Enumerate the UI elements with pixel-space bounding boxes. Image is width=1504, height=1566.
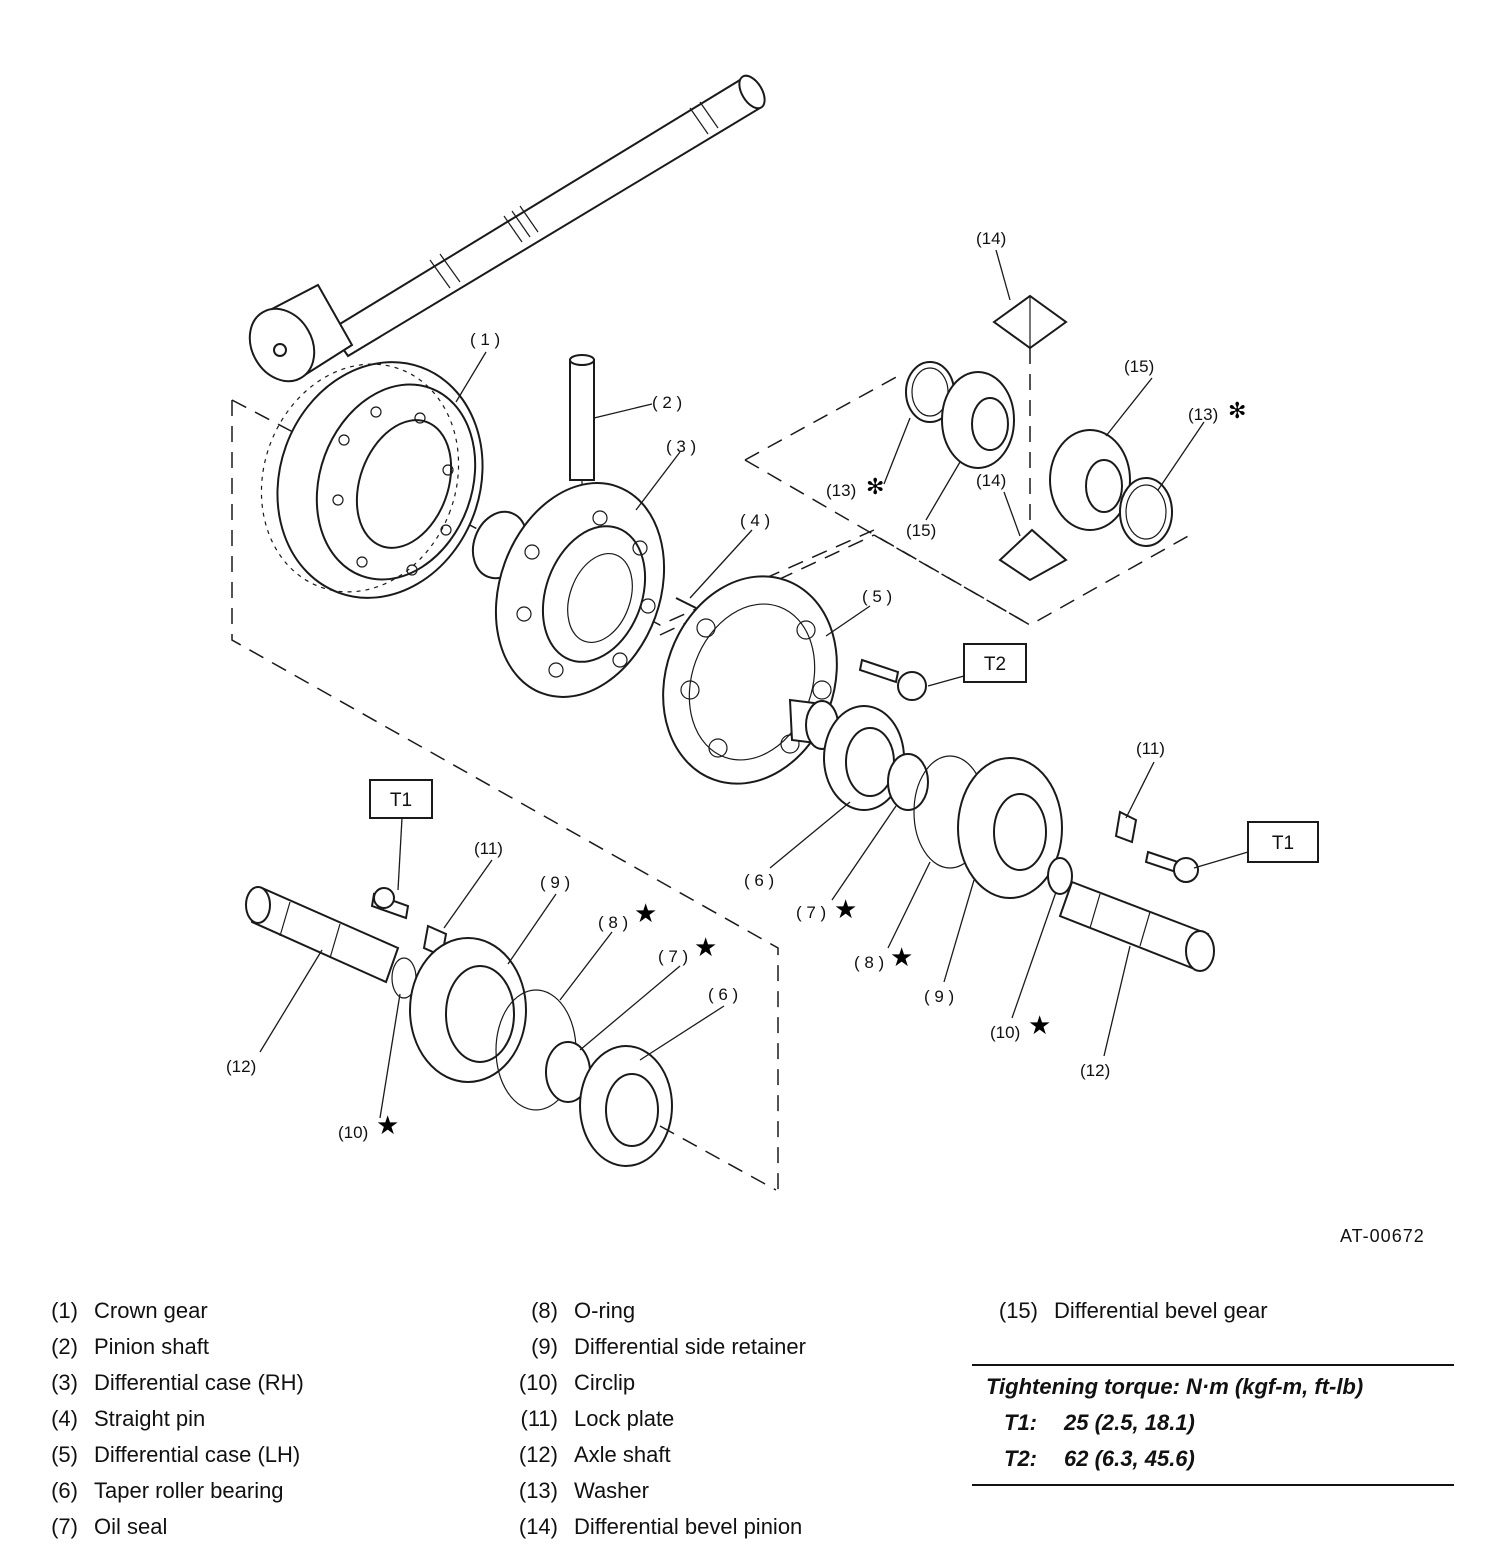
callout-13-left: (13) xyxy=(826,481,856,500)
legend-item: (7)Oil seal xyxy=(51,1514,168,1539)
torque-code: T1: xyxy=(1004,1410,1037,1435)
callout-14-top: (14) xyxy=(976,229,1006,248)
legend-column: (8)O-ring (9)Differential side retainer … xyxy=(492,1296,952,1548)
pinion-shaft-drawing xyxy=(569,354,595,510)
torque-value: 62 (6.3, 45.6) xyxy=(1064,1446,1195,1471)
legend-item: (8)O-ring xyxy=(531,1298,636,1323)
rh-axle-shaft-drawing xyxy=(1058,880,1215,972)
asterisk-mark: ✻ xyxy=(866,474,884,499)
star-mark: ★ xyxy=(1028,1010,1051,1040)
callout-4: ( 4 ) xyxy=(740,511,770,530)
drive-pinion-shaft xyxy=(248,74,766,383)
legend-item: (4)Straight pin xyxy=(51,1406,206,1431)
crown-gear-drawing xyxy=(260,361,484,599)
legend-item: (6)Taper roller bearing xyxy=(51,1478,284,1503)
legend-item: (3)Differential case (RH) xyxy=(51,1370,304,1395)
callout-8-right: ( 8 ) xyxy=(854,953,884,972)
callout-15-right: (15) xyxy=(1124,357,1154,376)
callout-15-left: (15) xyxy=(906,521,936,540)
callout-7-right: ( 7 ) xyxy=(796,903,826,922)
legend-item: (13)Washer xyxy=(518,1478,649,1503)
callout-1: ( 1 ) xyxy=(470,330,500,349)
callout-2: ( 2 ) xyxy=(652,393,682,412)
legend-item: (10)Circlip xyxy=(518,1370,636,1395)
callout-12-left: (12) xyxy=(226,1057,256,1076)
svg-text:T2: T2 xyxy=(984,654,1006,675)
callout-12-right: (12) xyxy=(1080,1061,1110,1080)
callout-11-left: (11) xyxy=(474,839,503,858)
straight-pin-drawing xyxy=(675,597,697,609)
callout-13-right: (13) xyxy=(1188,405,1218,424)
legend-column: (15)Differential bevel gear xyxy=(972,1296,1472,1332)
callout-10-left: (10) xyxy=(338,1123,368,1142)
legend-item: (9)Differential side retainer xyxy=(531,1334,806,1359)
bevel-gear-set-drawing xyxy=(905,294,1173,582)
callout-11-right: (11) xyxy=(1136,739,1165,758)
torque-box-t2: T2 xyxy=(963,643,1027,683)
lh-retainer-stack-drawing xyxy=(245,886,777,1191)
callout-14-bottom: (14) xyxy=(976,471,1006,490)
callout-9-left: ( 9 ) xyxy=(540,873,570,892)
callout-10-right: (10) xyxy=(990,1023,1020,1042)
svg-text:T1: T1 xyxy=(390,790,412,811)
torque-table: Tightening torque: N·m (kgf-m, ft-lb) T1… xyxy=(972,1364,1454,1486)
star-mark: ★ xyxy=(634,898,657,928)
torque-value: 25 (2.5, 18.1) xyxy=(1064,1410,1195,1435)
callout-5: ( 5 ) xyxy=(862,587,892,606)
callout-labels: ( 1 ) ( 2 ) ( 3 ) ( 4 ) ( 5 ) ( 6 ) ( 7 … xyxy=(226,229,1218,1142)
callout-3: ( 3 ) xyxy=(666,437,696,456)
legend-item: (11)Lock plate xyxy=(520,1406,675,1431)
svg-text:T1: T1 xyxy=(1272,833,1294,854)
callout-9-right: ( 9 ) xyxy=(924,987,954,1006)
legend-item: (15)Differential bevel gear xyxy=(998,1298,1268,1323)
star-mark: ★ xyxy=(890,942,913,972)
legend-item: (2)Pinion shaft xyxy=(51,1334,209,1359)
callout-7-left: ( 7 ) xyxy=(658,947,688,966)
exploded-view-diagram: T2 T1 T1 ( 1 ) ( 2 ) ( 3 ) ( 4 ) ( 5 ) (… xyxy=(226,74,1319,1191)
star-mark: ★ xyxy=(834,894,857,924)
legend-item: (12)Axle shaft xyxy=(518,1442,671,1467)
torque-row: T2: 62 (6.3, 45.6) xyxy=(972,1442,1454,1478)
torque-row: T1: 25 (2.5, 18.1) xyxy=(972,1406,1454,1442)
leader-lines xyxy=(259,249,1249,1119)
callout-6-left: ( 6 ) xyxy=(708,985,738,1004)
callout-8-left: ( 8 ) xyxy=(598,913,628,932)
rh-retainer-stack-drawing xyxy=(823,705,1199,899)
torque-code: T2: xyxy=(1004,1446,1037,1471)
torque-title: Tightening torque: N·m (kgf-m, ft-lb) xyxy=(986,1374,1364,1399)
callout-6-right: ( 6 ) xyxy=(744,871,774,890)
legend-item: (1)Crown gear xyxy=(51,1298,208,1323)
torque-box-t1-right: T1 xyxy=(1247,821,1319,863)
legend-column: (1)Crown gear (2)Pinion shaft (3)Differe… xyxy=(12,1296,472,1548)
torque-box-t1-left: T1 xyxy=(369,779,433,819)
star-mark: ★ xyxy=(694,932,717,962)
special-marks: ★ ★ ★ ★ ★ ★ ✻ ✻ xyxy=(376,398,1246,1140)
figure-code: AT-00672 xyxy=(1340,1226,1425,1246)
legend-item: (14)Differential bevel pinion xyxy=(518,1514,803,1539)
legend-item: (5)Differential case (LH) xyxy=(51,1442,301,1467)
asterisk-mark: ✻ xyxy=(1228,398,1246,423)
differential-case-rh-drawing xyxy=(471,482,666,698)
star-mark: ★ xyxy=(376,1110,399,1140)
